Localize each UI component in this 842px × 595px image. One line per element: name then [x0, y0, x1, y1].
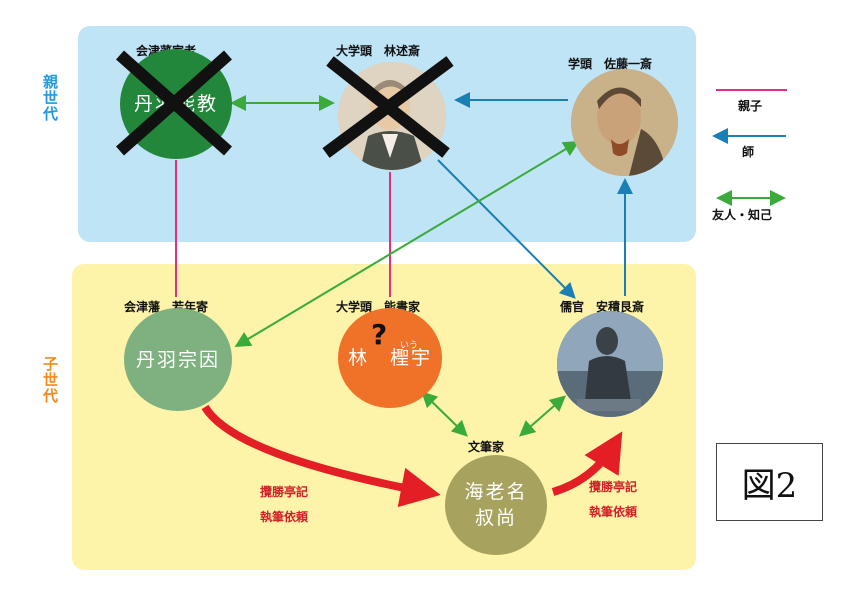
- legend-friend-label: 友人・知己: [712, 208, 773, 222]
- ruby-hayashi-iu: いう: [400, 341, 419, 351]
- commission-arrow-left: [201, 404, 441, 508]
- teacher-link-hayashi-asaka: [437, 159, 576, 299]
- portrait-icon: [571, 69, 678, 176]
- title-hayashi-jussai: 大学頭 林述斎: [336, 44, 421, 58]
- friend-link-asaka-ebina: [518, 395, 567, 437]
- friend-link-sato-muneyori: [234, 140, 580, 348]
- name-hayashi-iu: 林 檉宇: [347, 347, 432, 369]
- legend-teacher-label: 師: [742, 145, 755, 159]
- portrait-asaka-gonsai: [557, 311, 663, 417]
- statue-portrait-icon: [557, 311, 663, 417]
- title-sato-issai: 学頭 佐藤一斎: [568, 57, 653, 71]
- title-asaka-gonsai: 儒官 安積艮斎: [560, 300, 645, 314]
- circle-niwa-muneyori: 丹羽宗因: [124, 308, 232, 411]
- name-ebina-line2: 叔尚: [474, 507, 517, 529]
- portrait-sato-issai: [571, 69, 678, 176]
- annotation-left-line2: 執筆依頼: [260, 510, 309, 524]
- circle-ebina: 海老名 叔尚: [445, 455, 547, 555]
- annotation-left-line1: 攬勝亭記: [260, 485, 309, 499]
- commission-arrow-right: [551, 431, 623, 496]
- name-niwa-muneyori: 丹羽宗因: [135, 348, 220, 371]
- title-ebina: 文筆家: [468, 440, 505, 454]
- cross-mark-icon: [322, 56, 454, 158]
- figure-label: 図2: [716, 443, 823, 521]
- friend-link-iu-ebina: [421, 391, 468, 437]
- name-ebina-line1: 海老名: [464, 481, 528, 503]
- annotation-right-line2: 執筆依頼: [589, 505, 638, 519]
- cross-mark-icon: [116, 50, 232, 156]
- circle-hayashi-iu: 林 檉宇: [338, 308, 442, 408]
- question-mark-icon: ?: [371, 318, 388, 351]
- parent-generation-label: 親世代: [41, 74, 59, 122]
- child-generation-label: 子世代: [41, 356, 59, 404]
- annotation-right-line1: 攬勝亭記: [589, 480, 638, 494]
- legend-parent-child-label: 親子: [738, 99, 763, 113]
